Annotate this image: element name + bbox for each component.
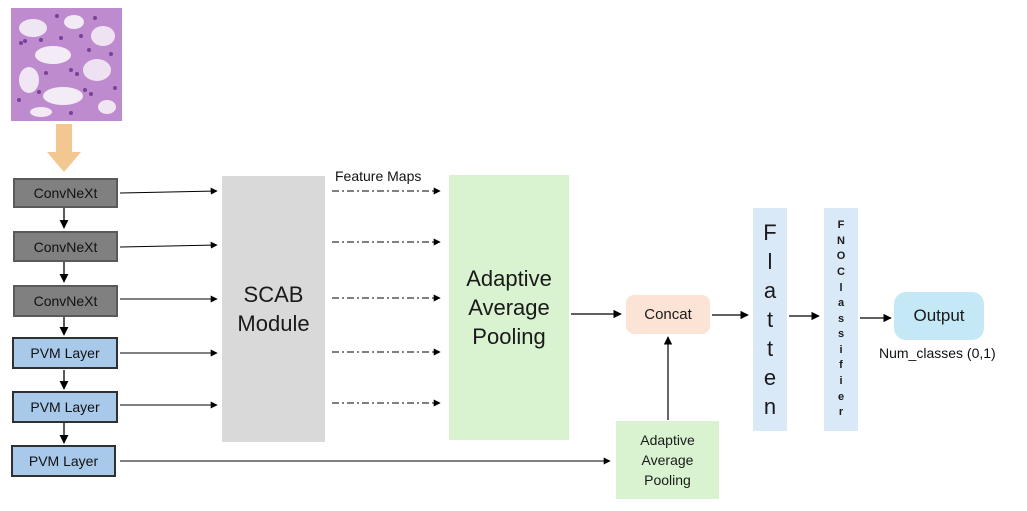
scab-line-1: SCAB xyxy=(243,282,304,307)
flatten-letter: t xyxy=(766,307,774,332)
flatten-letter: l xyxy=(767,249,773,274)
fno-letter: C xyxy=(837,265,845,278)
flatten-letter: t xyxy=(766,336,774,361)
fno-letter: N xyxy=(837,234,845,247)
aap-main-line-3: Pooling xyxy=(472,324,546,349)
adaptive-average-pooling-small: Adaptive Average Pooling xyxy=(616,421,719,499)
flatten-letter: n xyxy=(763,394,777,419)
fno-letter: F xyxy=(837,219,845,232)
output-block: Output xyxy=(894,292,984,340)
fno-letter: i xyxy=(839,375,843,388)
adaptive-average-pooling-main: Adaptive Average Pooling xyxy=(449,175,569,440)
input-histology-image xyxy=(11,8,122,121)
fno-classifier-block: F N O C l a s s i f i e r xyxy=(824,208,858,431)
encoder-to-scab-arrow-1 xyxy=(119,187,218,195)
fno-letter: s xyxy=(837,312,845,325)
aap-small-line-3: Pooling xyxy=(644,472,691,488)
fno-letter: l xyxy=(839,281,843,294)
flatten-block: F l a t t e n xyxy=(753,208,787,431)
flatten-letter: a xyxy=(763,278,777,303)
flatten-letter: F xyxy=(763,220,777,245)
scab-module: SCAB Module xyxy=(222,176,325,442)
fno-letter: e xyxy=(837,390,845,403)
convnext-block-2: ConvNeXt xyxy=(13,231,118,262)
aap-small-line-1: Adaptive xyxy=(640,432,695,448)
encoder-to-scab-arrow-2 xyxy=(119,241,218,249)
aap-main-line-1: Adaptive xyxy=(466,266,552,291)
fno-letter: f xyxy=(839,359,843,372)
aap-small-line-2: Average xyxy=(641,452,694,468)
fno-letter: r xyxy=(838,406,844,419)
feature-maps-label: Feature Maps xyxy=(335,168,422,184)
aap-main-line-2: Average xyxy=(468,295,550,320)
fno-letter: O xyxy=(836,250,846,263)
pvm-layer-block-2: PVM Layer xyxy=(12,391,118,423)
fno-letter: a xyxy=(837,297,845,310)
pvm-layer-block-3: PVM Layer xyxy=(11,445,116,477)
num-classes-label: Num_classes (0,1) xyxy=(879,345,996,361)
convnext-block-1: ConvNeXt xyxy=(13,178,118,208)
flatten-letter: e xyxy=(763,365,777,390)
fno-letter: s xyxy=(837,328,845,341)
convnext-block-3: ConvNeXt xyxy=(13,285,118,317)
pvm-layer-block-1: PVM Layer xyxy=(12,337,118,369)
concat-block: Concat xyxy=(626,295,710,334)
scab-line-2: Module xyxy=(237,311,310,336)
input-arrow xyxy=(47,124,81,172)
fno-letter: i xyxy=(839,343,843,356)
